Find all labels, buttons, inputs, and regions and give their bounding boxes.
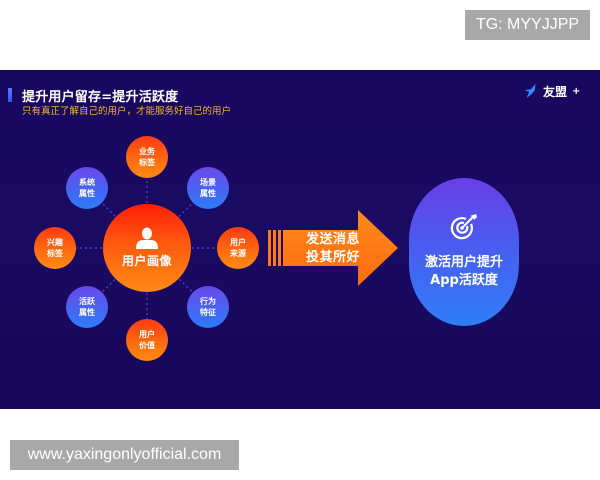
node-label-line1: 活跃	[79, 297, 95, 306]
node-label-line1: 用户	[230, 238, 246, 247]
node-label-line2: 价值	[139, 341, 155, 350]
bird-logo-icon	[524, 83, 536, 99]
node-label-line2: 标签	[47, 249, 63, 258]
node-label-line2: 特征	[200, 308, 216, 317]
node-business-tags: 业务 标签	[126, 136, 168, 178]
goal-label-line2: App活跃度	[430, 273, 498, 288]
node-label-line2: 属性	[79, 308, 95, 317]
node-active-attributes: 活跃 属性	[66, 286, 108, 328]
arrow-graphic	[268, 210, 398, 286]
title-accent-bar	[8, 88, 12, 102]
arrow-label-line1: 发送消息	[305, 232, 360, 247]
arrow-label: 发送消息 投其所好	[300, 231, 366, 267]
node-label-line1: 场景	[200, 178, 216, 187]
node-label-line1: 行为	[200, 297, 216, 306]
goal-capsule: 激活用户提升 App活跃度	[409, 178, 519, 326]
node-interest-tags: 兴趣 标签	[34, 227, 76, 269]
center-label: 用户画像	[121, 254, 172, 268]
node-label-line1: 系统	[79, 178, 95, 187]
node-label-line2: 来源	[230, 249, 246, 258]
node-label-line1: 兴趣	[47, 238, 63, 247]
node-system-attributes: 系统 属性	[66, 167, 108, 209]
goal-label-line1: 激活用户提升	[424, 255, 503, 270]
node-label-line2: 标签	[139, 158, 155, 167]
user-icon	[136, 227, 158, 249]
node-label-line1: 用户	[139, 330, 155, 339]
node-behavior-traits: 行为 特征	[187, 286, 229, 328]
brand-name: 友盟	[543, 84, 568, 99]
watermark-bottom: www.yaxingonlyofficial.com	[10, 440, 239, 470]
slide-banner: 提升用户留存=提升活跃度 只有真正了解自己的用户，才能服务好自己的用户 友盟 +…	[0, 70, 600, 409]
node-label-line1: 业务	[139, 147, 155, 156]
node-scene-attributes: 场景 属性	[187, 167, 229, 209]
slide-subtitle: 只有真正了解自己的用户，才能服务好自己的用户	[22, 106, 232, 117]
watermark-top: TG: MYYJJPP	[465, 10, 590, 40]
arrow-label-line2: 投其所好	[305, 250, 360, 265]
brand-logo: 友盟 +	[522, 82, 580, 100]
center-node-user-profile: 用户画像	[103, 204, 191, 292]
node-user-value: 用户 价值	[126, 319, 168, 361]
node-label-line2: 属性	[79, 189, 95, 198]
slide-title: 提升用户留存=提升活跃度	[22, 90, 179, 105]
node-label-line2: 属性	[200, 189, 216, 198]
node-user-source: 用户 来源	[217, 227, 259, 269]
target-icon	[450, 214, 477, 240]
brand-plus: +	[572, 85, 581, 97]
